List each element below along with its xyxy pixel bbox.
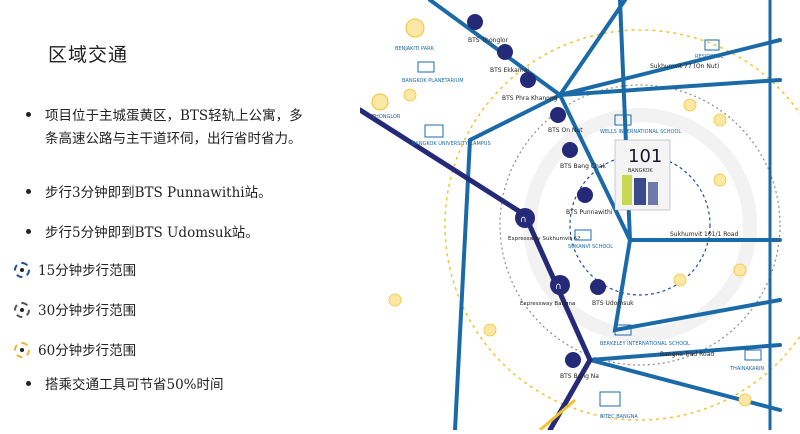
station-punnawithi: BTS Punnawithi [566, 187, 613, 216]
station-bang-chak: BTS Bang Chak [560, 142, 606, 170]
svg-text:BENJAKITI PARK: BENJAKITI PARK [395, 46, 435, 52]
svg-text:RESIDENCE: RESIDENCE [695, 54, 724, 60]
svg-text:BTS Udomsuk: BTS Udomsuk [592, 300, 634, 307]
page-title: 区域交通 [48, 44, 129, 66]
road-label-sukhumvit77: Sukhumvit 77 (On Nut) [650, 63, 719, 70]
stations: BTS Thonglor BTS Ekkamai BTS Phra Khanon… [467, 14, 634, 380]
range-30-circle [499, 84, 781, 366]
bullet-dot [26, 112, 31, 117]
place-bangkok-university: BANGKOK UNIVERSITY CAMPUS [412, 124, 491, 147]
map-canvas: BTS Thonglor BTS Ekkamai BTS Phra Khanon… [357, 0, 800, 433]
bullet-dot [26, 189, 31, 194]
station-phra-khanong: BTS Phra Khanong [502, 72, 558, 102]
road-bangna-trad [588, 343, 782, 362]
places: BENJAKITI PARK BANGKOK PLANETARIUM THONG… [371, 18, 764, 420]
svg-text:BTS Bang Na: BTS Bang Na [560, 373, 599, 380]
svg-text:∩: ∩ [555, 282, 562, 292]
road-south [612, 238, 782, 333]
road-west [453, 93, 562, 432]
svg-text:BTS Phra Khanong: BTS Phra Khanong [502, 95, 558, 102]
project-sub-label: BANGKOK [628, 168, 653, 174]
svg-text:BTS Thonglor: BTS Thonglor [468, 37, 509, 44]
station-ekkamai: BTS Ekkamai [490, 44, 529, 74]
bullet-dot [26, 229, 31, 234]
station-on-nut: BTS On Nut [548, 107, 583, 134]
svg-text:BTS Bang Chak: BTS Bang Chak [560, 163, 606, 170]
place-planetarium: BANGKOK PLANETARIUM [402, 61, 464, 84]
place-berkeley: BERKELEY INTERNATIONAL SCHOOL [600, 324, 690, 347]
walk-range-30-icon [14, 302, 30, 318]
road-east [558, 78, 782, 97]
walk-range-60-icon [14, 342, 30, 358]
legend-label: 30分钟步行范围 [38, 303, 137, 319]
place-thainakarin: THAINAKARIN [729, 349, 764, 372]
bullet-dot [26, 381, 31, 386]
legend-label: 15分钟步行范围 [38, 263, 137, 279]
svg-text:BANGKOK PLANETARIUM: BANGKOK PLANETARIUM [402, 78, 464, 84]
bullet-punnawithi: 步行3分钟即到BTS Punnawithi站。 [18, 182, 272, 205]
svg-text:WELLS INTERNATIONAL SCHOOL: WELLS INTERNATIONAL SCHOOL [600, 129, 681, 135]
svg-text:BANGKOK UNIVERSITY CAMPUS: BANGKOK UNIVERSITY CAMPUS [412, 141, 491, 147]
bullet-transport: 搭乘交通工具可节省50%时间 [18, 374, 224, 397]
svg-text:∩: ∩ [520, 215, 527, 225]
bullet-location: 项目位于主城蛋黄区，BTS轻轨上公寓，多 条高速公路与主干道环伺，出行省时省力。 [18, 105, 303, 151]
project-building: 101 BANGKOK [614, 139, 671, 211]
svg-text:BERKELEY INTERNATIONAL SCHOOL: BERKELEY INTERNATIONAL SCHOOL [600, 341, 690, 347]
gold-line [539, 398, 576, 432]
road-north [558, 0, 627, 97]
info-panel: 区域交通 项目位于主城蛋黄区，BTS轻轨上公寓，多 条高速公路与主干道环伺，出行… [0, 0, 360, 430]
svg-text:THONGLOR: THONGLOR [371, 114, 401, 120]
expressway-bangna-icon [550, 275, 570, 295]
place-wells-school: WELLS INTERNATIONAL SCHOOL [600, 114, 681, 135]
svg-text:BTS Punnawithi: BTS Punnawithi [566, 209, 613, 216]
legend-30min: 30分钟步行范围 [14, 302, 136, 320]
station-thonglor: BTS Thonglor [467, 14, 509, 44]
bullet-text: 条高速公路与主干道环伺，出行省时省力。 [45, 131, 302, 147]
legend-label: 60分钟步行范围 [38, 343, 137, 359]
bullet-text: 项目位于主城蛋黄区，BTS轻轨上公寓，多 [45, 108, 303, 124]
bullet-text: 步行3分钟即到BTS Punnawithi站。 [45, 185, 272, 201]
place-residence: RESIDENCE [695, 39, 724, 60]
expressway-bangna-label: Expressway Bangna [520, 301, 575, 307]
area-map: BTS Thonglor BTS Ekkamai BTS Phra Khanon… [357, 0, 800, 433]
place-thonglor-park: THONGLOR [371, 93, 401, 120]
station-udomsuk: BTS Udomsuk [590, 279, 634, 307]
range-60-circle [444, 29, 800, 421]
bullet-text: 步行5分钟即到BTS Udomsuk站。 [45, 225, 259, 241]
place-benjakiti: BENJAKITI PARK [395, 18, 435, 52]
svg-text:BTS On Nut: BTS On Nut [548, 127, 583, 134]
svg-text:BITEC BANGNA: BITEC BANGNA [600, 414, 638, 420]
range-15-circle [569, 154, 711, 296]
bullet-text: 搭乘交通工具可节省50%时间 [45, 377, 224, 393]
tree-decor [388, 88, 752, 407]
legend-15min: 15分钟步行范围 [14, 262, 136, 280]
expressway-62-label: Expressway Sukhumvit 62 [508, 236, 581, 242]
road-network [428, 0, 782, 432]
road-label-sukhumvit101: Sukhumvit 101/1 Road [670, 231, 738, 238]
road-sukhumvit77 [558, 38, 782, 97]
expressway-62-icon [515, 208, 535, 228]
place-school: SOKANVI SCHOOL [568, 229, 613, 250]
svg-text:BTS Ekkamai: BTS Ekkamai [490, 67, 529, 74]
legend-60min: 60分钟步行范围 [14, 342, 136, 360]
project-logo: 101 [628, 146, 662, 167]
place-bitec: BITEC BANGNA [599, 391, 638, 420]
svg-text:SOKANVI SCHOOL: SOKANVI SCHOOL [568, 244, 613, 250]
expressway-markers: ∩ Expressway Sukhumvit 62 ∩ Expressway B… [508, 208, 581, 307]
svg-text:THAINAKARIN: THAINAKARIN [729, 366, 764, 372]
bullet-udomsuk: 步行5分钟即到BTS Udomsuk站。 [18, 222, 259, 245]
road-thonglor [428, 0, 562, 97]
road-label-bangna-trad: Bangna-Trad Road [660, 351, 714, 358]
station-bang-na: BTS Bang Na [560, 352, 599, 380]
walk-range-15-icon [14, 262, 30, 278]
